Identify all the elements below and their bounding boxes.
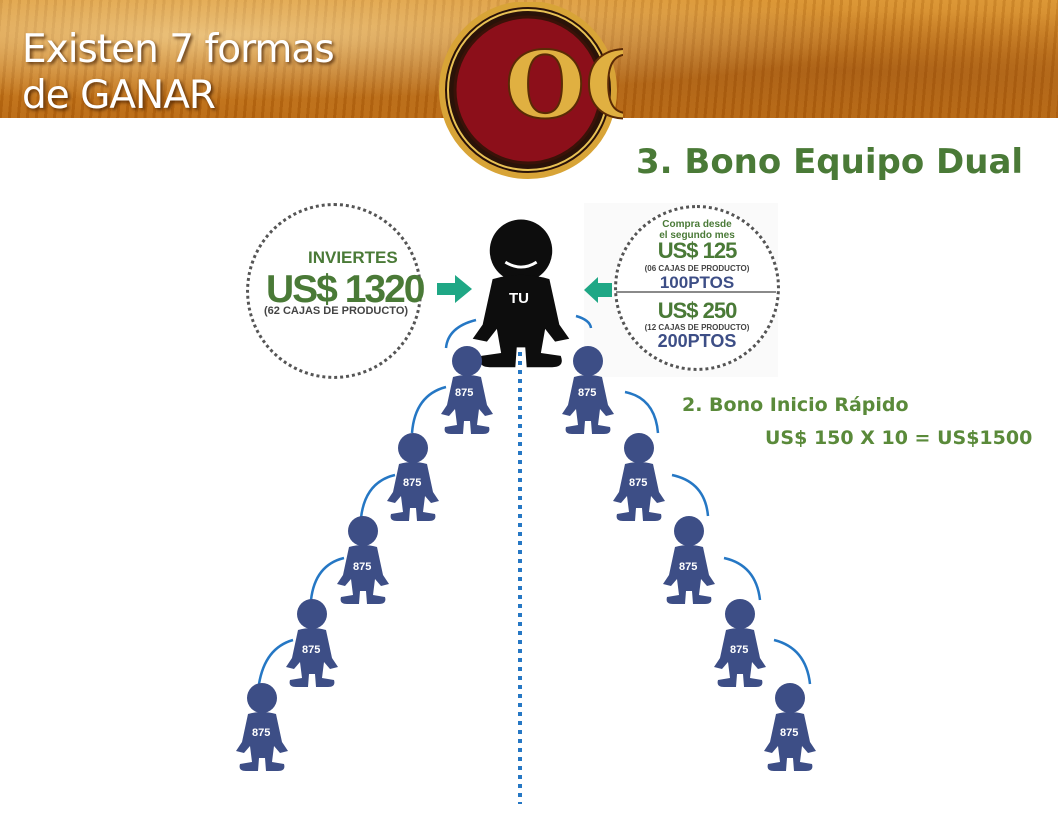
arrow-right-icon xyxy=(437,275,472,303)
bonus-quickstart-title: 2. Bono Inicio Rápido xyxy=(682,394,909,416)
connector-arc xyxy=(671,473,710,517)
member-points-label: 875 xyxy=(629,477,647,489)
member-figure-icon xyxy=(286,599,338,687)
member-figure-icon xyxy=(714,599,766,687)
purchase-caption-line2: el segundo mes xyxy=(659,230,735,241)
member-points-label: 875 xyxy=(578,387,596,399)
purchase-divider xyxy=(616,291,776,293)
section-title: 3. Bono Equipo Dual xyxy=(636,142,1024,182)
person-tu-icon xyxy=(472,219,570,368)
purchase-amount-1: US$ 125 xyxy=(657,238,738,263)
member-figure-icon xyxy=(663,516,715,604)
page-title-line2: de GANAR xyxy=(22,73,216,118)
connector-arc xyxy=(257,638,294,685)
member-points-label: 875 xyxy=(455,387,473,399)
connector-arcs xyxy=(257,314,812,685)
investment-circle xyxy=(246,203,422,379)
member-points-label: 875 xyxy=(353,561,371,573)
investment-amount: US$ 1320 xyxy=(266,268,425,311)
member-points-label: 875 xyxy=(679,561,697,573)
investment-label: INVIERTES xyxy=(308,248,398,267)
connector-arc xyxy=(309,556,345,601)
og-logo: OG xyxy=(439,2,623,179)
connector-arc xyxy=(444,318,477,349)
connector-arc xyxy=(410,385,447,434)
connector-arc xyxy=(359,473,396,519)
purchase-amount-2: US$ 250 xyxy=(657,298,738,323)
member-points-label: 875 xyxy=(403,477,421,489)
connector-arc xyxy=(723,556,762,601)
monthly-purchase-circle xyxy=(614,205,780,371)
member-points-label: 875 xyxy=(780,727,798,739)
arrow-left-icon xyxy=(584,277,612,303)
member-points-label: 875 xyxy=(730,644,748,656)
connector-arc xyxy=(624,390,660,434)
purchase-points-1: 100PTOS xyxy=(659,273,735,292)
connector-arc xyxy=(773,638,812,685)
bonus-quickstart-formula: US$ 150 X 10 = US$1500 xyxy=(765,427,1033,449)
member-points-label: 875 xyxy=(252,727,270,739)
page-title-line1: Existen 7 formas xyxy=(22,27,335,72)
purchase-points-2: 200PTOS xyxy=(657,331,737,351)
purchase-caption-line1: Compra desde xyxy=(662,219,732,230)
investment-note: (62 CAJAS DE PRODUCTO) xyxy=(264,305,409,317)
purchase-note-2: (12 CAJAS DE PRODUCTO) xyxy=(644,323,750,332)
person-tu-label: TU xyxy=(509,290,529,307)
member-figure-icon xyxy=(337,516,389,604)
connector-arc xyxy=(575,314,593,329)
member-points-label: 875 xyxy=(302,644,320,656)
svg-text:OG: OG xyxy=(505,31,623,139)
purchase-note-1: (06 CAJAS DE PRODUCTO) xyxy=(644,264,750,273)
